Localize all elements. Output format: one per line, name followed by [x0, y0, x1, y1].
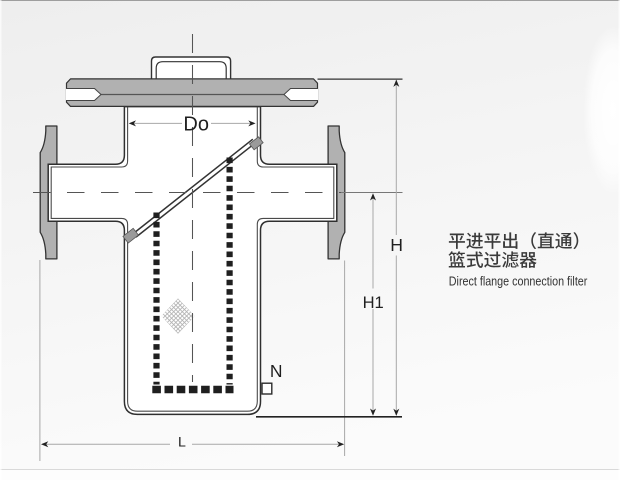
- svg-text:H1: H1: [363, 293, 384, 312]
- svg-text:Do: Do: [183, 114, 209, 136]
- svg-text:H: H: [390, 235, 403, 255]
- svg-text:L: L: [178, 434, 186, 450]
- svg-text:Direct flange connection filte: Direct flange connection filter: [449, 274, 588, 289]
- svg-text:N: N: [270, 361, 283, 381]
